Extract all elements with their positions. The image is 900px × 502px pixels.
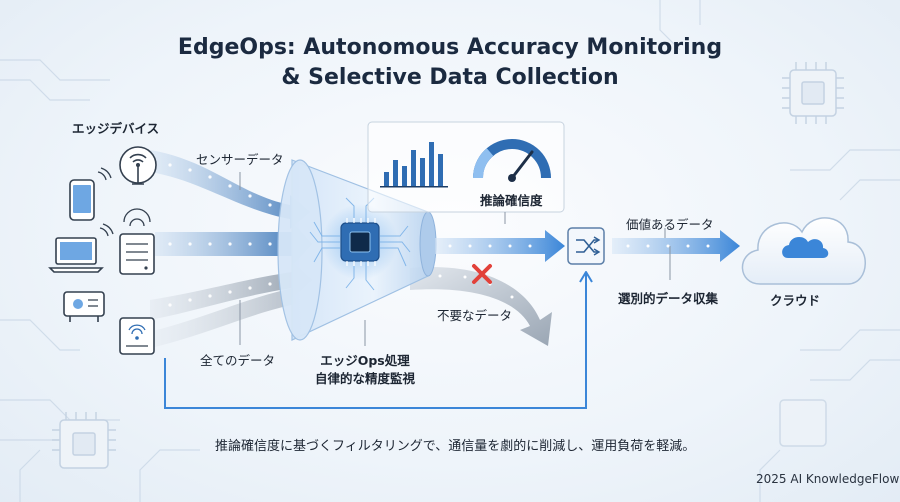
caption: 推論確信度に基づくフィルタリングで、通信量を劇的に削減し、運用負荷を軽減。 (215, 439, 696, 454)
confidence-panel (367, 121, 565, 213)
edge-devices-label: エッジデバイス (72, 121, 160, 136)
title-line-1: EdgeOps: Autonomous Accuracy Monitoring (177, 35, 723, 60)
feedback-loop-line (164, 271, 593, 409)
wifi-antenna-icon (119, 146, 157, 185)
credit: 2025 AI KnowledgeFlow (756, 472, 900, 486)
processing-label-line-1: エッジOps処理 (320, 353, 410, 368)
sensor-data-label: センサーデータ (196, 152, 284, 167)
bar-chart-icon (380, 142, 448, 188)
edge-devices (48, 146, 157, 355)
decorative-chip-icon (59, 69, 837, 469)
cloud-icon (741, 217, 866, 285)
server-icon (119, 208, 155, 275)
gauge-icon (472, 139, 551, 182)
router-icon (63, 291, 105, 322)
unnecessary-data-flow (410, 267, 552, 346)
confidence-label: 推論確信度 (480, 193, 543, 208)
valuable-data-flow-2 (612, 230, 740, 262)
selective-collection-label: 選別的データ収集 (618, 291, 719, 306)
title-line-2: & Selective Data Collection (281, 65, 619, 90)
unnecessary-data-label: 不要なデータ (437, 308, 513, 323)
processing-label-line-2: 自律的な精度監視 (314, 371, 415, 386)
laptop-icon (48, 223, 114, 273)
processor-chip-icon (309, 197, 411, 291)
cloud-label: クラウド (770, 293, 821, 308)
valuable-data-label: 価値あるデータ (626, 217, 714, 232)
reject-x-icon (472, 264, 492, 284)
all-data-label: 全てのデータ (200, 353, 276, 368)
gateway-icon (119, 317, 155, 355)
selector-switch-icon (567, 227, 605, 265)
valuable-data-flow-1 (435, 230, 565, 262)
smartphone-icon (69, 167, 112, 221)
